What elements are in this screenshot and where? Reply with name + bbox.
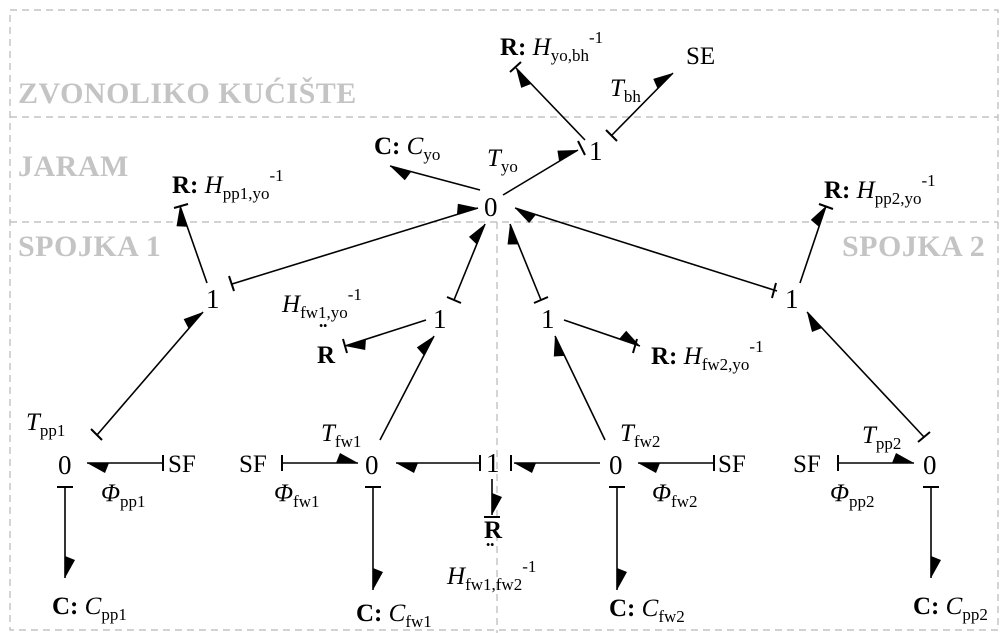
label-Phi-pp1: Φpp1 (101, 480, 146, 511)
element-R-yo-bh: R: Hyo,bh-1 (500, 28, 603, 65)
bond-1fw1-to-0center (453, 223, 486, 301)
element-C-fw1: C: Cfw1 (356, 600, 432, 631)
bond-0pp1-to-1left (96, 311, 204, 436)
label-T-fw2: Tfw2 (620, 420, 660, 451)
element-C-fw2: C: Cfw2 (609, 595, 685, 626)
junction-1-right: 1 (785, 284, 799, 314)
bond-1fw2-to-0center (507, 223, 542, 301)
source-SF-pp2: SF (793, 451, 821, 478)
junction-0-fw2: 0 (609, 450, 623, 480)
bond-1top-to-SE (611, 72, 674, 136)
junction-1-fw1: 1 (433, 304, 447, 334)
region-label-yoke: JARAM (18, 150, 129, 183)
element-R-dotted-fw1-fw2: R (484, 517, 503, 544)
causal-stroke (90, 428, 103, 441)
bond-1left-to-0center (231, 203, 479, 285)
junction-0-pp1: 0 (58, 450, 72, 480)
region-label-bell-housing: ZVONOLIKO KUĆIŠTE (18, 77, 357, 110)
label-H-fw1-fw2: Hfw1,fw2-1 (446, 557, 536, 594)
bond-0center-to-C-yo (389, 165, 481, 191)
bond-0pp2-to-1right (806, 311, 925, 438)
causal-stroke (173, 203, 189, 209)
bond-0center-to-1top (502, 149, 579, 196)
causal-stroke (228, 275, 235, 292)
element-C-pp1: C: Cpp1 (52, 593, 127, 624)
causal-stroke (917, 431, 931, 443)
junction-1-top: 1 (589, 136, 603, 166)
junction-0-fw1: 0 (365, 450, 379, 480)
causal-stroke (577, 140, 586, 156)
label-T-bh: Tbh (610, 75, 641, 106)
element-R-pp1-yo: R: Hpp1,yo-1 (172, 166, 284, 203)
bond-0fw1-to-1fw1 (379, 335, 435, 441)
causal-stroke (771, 282, 777, 299)
region-separators (9, 9, 999, 633)
source-SE: SE (686, 43, 715, 70)
bond-1right-to-R-pp2yo (799, 205, 827, 284)
element-C-pp2: C: Cpp2 (913, 593, 988, 624)
junction-1-left: 1 (206, 284, 220, 314)
label-Phi-fw2: Φfw2 (652, 480, 697, 511)
ddot-mark: ¨ (486, 539, 494, 566)
causal-stroke (533, 296, 549, 304)
element-R-fw2-yo: R: Hfw2,yo-1 (651, 337, 764, 374)
bond-1left-to-R-pp1yo (176, 205, 208, 284)
bond-1top-to-R-yobh (515, 67, 586, 141)
element-R-dotted-fw1-yo: R (317, 342, 336, 369)
junction-1-mid: 1 (486, 448, 500, 478)
label-T-yo: Tyo (487, 145, 518, 176)
ddot-mark: ¨ (319, 320, 327, 347)
bond-1fw2-to-R-fw2yo (563, 319, 641, 347)
causal-stroke (342, 338, 348, 354)
source-SF-pp1: SF (168, 451, 196, 478)
bond-1fw1-to-R-fw1yo (344, 319, 427, 351)
causal-stroke (605, 129, 618, 142)
causal-stroke (818, 203, 834, 210)
junction-0-pp2: 0 (923, 450, 937, 480)
source-SF-fw2: SF (718, 451, 746, 478)
causal-stroke (632, 338, 638, 354)
source-SF-fw1: SF (239, 451, 267, 478)
junction-0-center: 0 (484, 192, 498, 222)
causal-stroke (446, 296, 462, 304)
bond-1right-to-0center (514, 207, 778, 292)
junction-nodes: 1 0 1 1 1 1 0 0 1 0 0 (58, 136, 937, 480)
region-label-coupling-1: SPOJKA 1 (18, 230, 161, 263)
label-H-fw1-yo: Hfw1,yo-1 (281, 285, 362, 322)
bond-0fw2-to-1fw2 (553, 335, 606, 441)
label-T-fw1: Tfw1 (321, 420, 361, 451)
bonds (57, 61, 941, 590)
label-T-pp2: Tpp2 (862, 422, 901, 453)
region-label-coupling-2: SPOJKA 2 (842, 230, 985, 263)
label-Phi-pp2: Φpp2 (830, 480, 875, 511)
source-labels: SE SF SF SF SF (168, 43, 821, 478)
label-T-pp1: Tpp1 (26, 409, 65, 440)
element-R-pp2-yo: R: Hpp2,yo-1 (824, 171, 936, 208)
label-Phi-fw1: Φfw1 (274, 480, 319, 511)
causal-stroke (509, 61, 522, 73)
junction-1-fw2: 1 (541, 304, 555, 334)
element-C-yo: C: Cyo (374, 133, 440, 164)
